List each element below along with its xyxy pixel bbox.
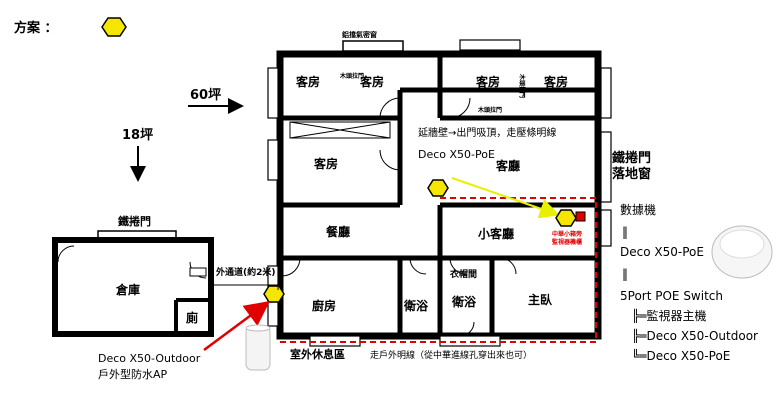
area-60-label: 60坪 bbox=[190, 88, 221, 103]
room-living: 客廳 bbox=[495, 158, 520, 173]
route-note: 延牆壁→出門吸頂，走壓條明線 bbox=[418, 126, 556, 139]
outer-wire-label: 走戶外明線（從中華進線孔穿出來也可） bbox=[370, 349, 532, 361]
equipment-item-1: ‖ bbox=[622, 225, 628, 239]
door-arcs bbox=[281, 97, 517, 337]
walkway-label: 外通道(約2米) bbox=[215, 266, 276, 278]
deco-outdoor-label: Deco X50-Outdoor bbox=[98, 352, 201, 365]
closet-label-3: 木頭拉門 bbox=[477, 106, 502, 114]
telecom-box-label-2: 監視器機櫃 bbox=[552, 238, 582, 246]
iron-door-top-label: 鐵捲門 bbox=[118, 214, 151, 228]
room-guest-2: 客房 bbox=[359, 74, 384, 89]
room-small-living: 小客廳 bbox=[478, 226, 514, 241]
room-guest-3: 客房 bbox=[475, 74, 500, 89]
room-guest-5: 客房 bbox=[313, 156, 338, 171]
deco-outdoor-sub-label: 戶外型防水AP bbox=[98, 367, 168, 381]
red-arrow-icon bbox=[203, 301, 271, 352]
hexagon-ap-telecom-icon bbox=[555, 209, 577, 227]
equipment-item-5: ╠═監視器主機 bbox=[632, 308, 706, 323]
legend-label: 方案 ： bbox=[14, 20, 58, 36]
storage-window bbox=[189, 267, 207, 277]
equipment-item-3: ‖ bbox=[622, 267, 628, 281]
room-guest-4: 客房 bbox=[543, 74, 568, 89]
room-storage: 倉庫 bbox=[115, 282, 140, 297]
equipment-item-4: 5Port POE Switch bbox=[620, 289, 723, 303]
hexagon-legend-icon bbox=[101, 17, 127, 37]
iron-door-right-2: 落地窗 bbox=[612, 166, 651, 182]
hexagon-ap-outdoor-icon bbox=[263, 285, 285, 303]
equipment-item-6: ╠═Deco X50-Outdoor bbox=[632, 328, 758, 343]
room-bath-2: 衛浴 bbox=[451, 294, 477, 309]
storage-building-outline bbox=[52, 237, 214, 337]
telecom-box-label-1: 中華小箱旁 bbox=[552, 230, 582, 238]
room-kitchen: 廚房 bbox=[312, 298, 336, 313]
closet-label-2: 木頭拉門 bbox=[518, 73, 526, 98]
router-square-icon bbox=[575, 211, 586, 222]
room-bath-1: 衛浴 bbox=[403, 298, 429, 313]
equipment-item-2: Deco X50-PoE bbox=[620, 245, 704, 259]
rest-area-label: 室外休息區 bbox=[290, 347, 345, 361]
yellow-arrow-icon bbox=[451, 177, 560, 219]
outdoor-ap-device-icon bbox=[245, 324, 271, 371]
iron-door-right-1: 鐵捲門 bbox=[612, 150, 651, 166]
window-top-label: 鋁擋氣密窗 bbox=[342, 30, 377, 39]
equipment-item-7: ╚═Deco X50-PoE bbox=[632, 348, 730, 363]
hexagon-ap-living-icon bbox=[427, 179, 449, 197]
area-18-label: 18坪 bbox=[122, 128, 153, 143]
closet-cross bbox=[289, 121, 391, 139]
room-master: 主臥 bbox=[528, 292, 553, 307]
closet-label-1: 木頭拉門 bbox=[339, 72, 364, 80]
interior-walls bbox=[280, 54, 598, 336]
indoor-deco-device-icon bbox=[711, 225, 773, 279]
room-guest-1: 客房 bbox=[295, 74, 320, 89]
window-top bbox=[342, 40, 404, 52]
storage-door-arc bbox=[57, 245, 75, 263]
room-toilet: 廁 bbox=[186, 310, 198, 325]
room-wardrobe: 衣帽間 bbox=[450, 268, 477, 280]
deco-indoor-label: Deco X50-PoE bbox=[418, 148, 495, 161]
equipment-item-0: 數據機 bbox=[620, 202, 656, 217]
room-dining: 餐廳 bbox=[326, 224, 350, 239]
